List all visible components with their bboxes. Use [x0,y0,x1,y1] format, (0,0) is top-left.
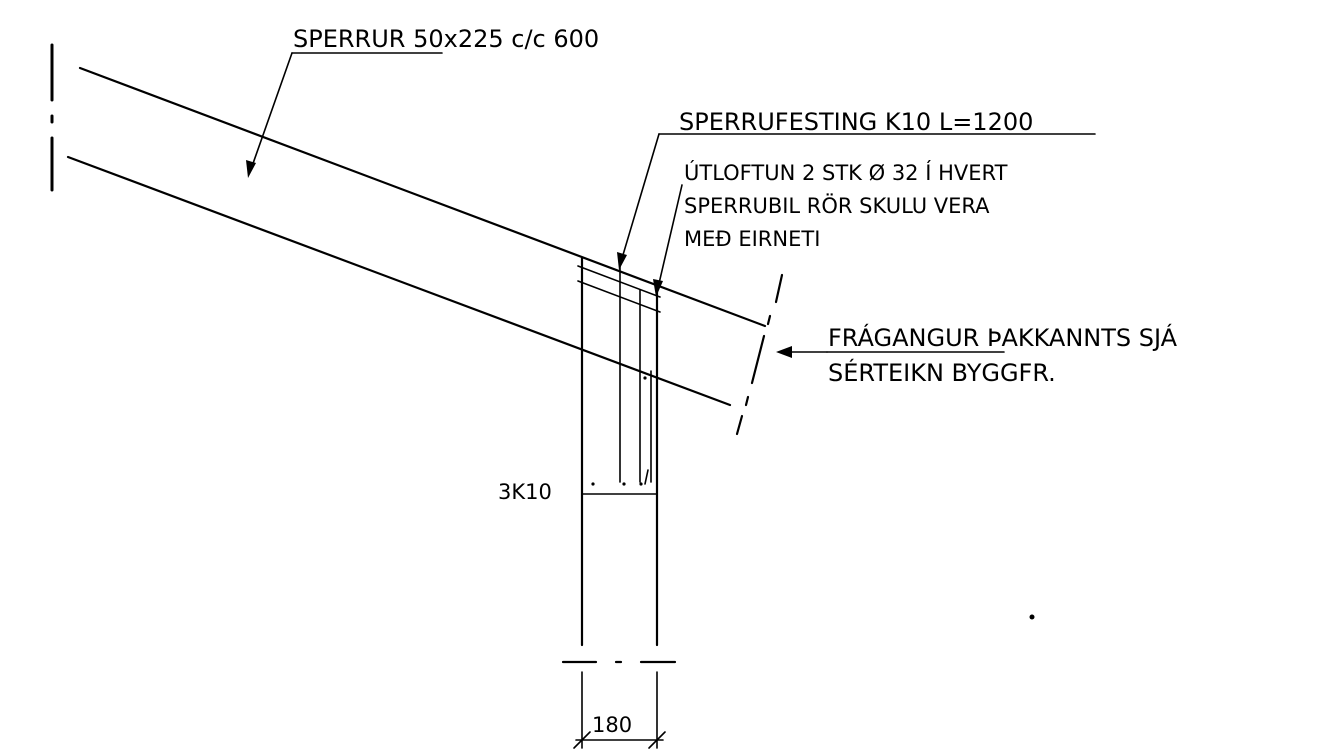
ventilation-label-line-1: ÚTLOFTUN 2 STK Ø 32 Í HVERT [684,160,1008,185]
wall-top-plate-line-2 [577,280,661,313]
rafter-bottom-edge [66,155,732,407]
stray-dot [1029,614,1035,620]
eaves-label-line-1: FRÁGANGUR ÞAKKANNTS SJÁ [828,323,1178,352]
rebar-dot-2 [622,482,626,486]
rebar-tick [644,469,649,485]
rebar-label: 3K10 [498,480,552,504]
ventilation-label-line-2: SPERRUBIL RÖR SKULU VERA [684,193,990,218]
eaves-leader [776,346,1005,358]
wall-top-plate-line-1 [577,265,661,298]
rafter-fixing-leader [617,133,1096,270]
rafter-label: SPERRUR 50x225 c/c 600 [293,25,599,53]
rafter [66,66,767,407]
wall-thickness-label: 180 [592,713,632,737]
rafter-fixing-label: SPERRUFESTING K10 L=1200 [679,108,1033,136]
eaves-break-line [735,273,784,436]
wall-thickness-dimension [573,671,666,749]
ventilation-label-line-3: MEÐ EIRNETI [684,227,820,251]
wall [577,256,661,647]
rafter-top-edge [78,66,767,328]
eaves-arrowhead [776,346,792,358]
ventilation-arrowhead [653,279,663,297]
rafter-leader [246,52,443,178]
rafter-leader-arrowhead [246,160,256,178]
rafter-fixing-arrowhead [617,252,627,270]
rebar-dot-4 [643,376,647,380]
eaves-label-line-2: SÉRTEIKN BYGGFR. [828,358,1056,387]
rebar-dot-3 [639,482,643,486]
rebar-dot-1 [591,482,595,486]
ventilation-leader [653,184,683,297]
